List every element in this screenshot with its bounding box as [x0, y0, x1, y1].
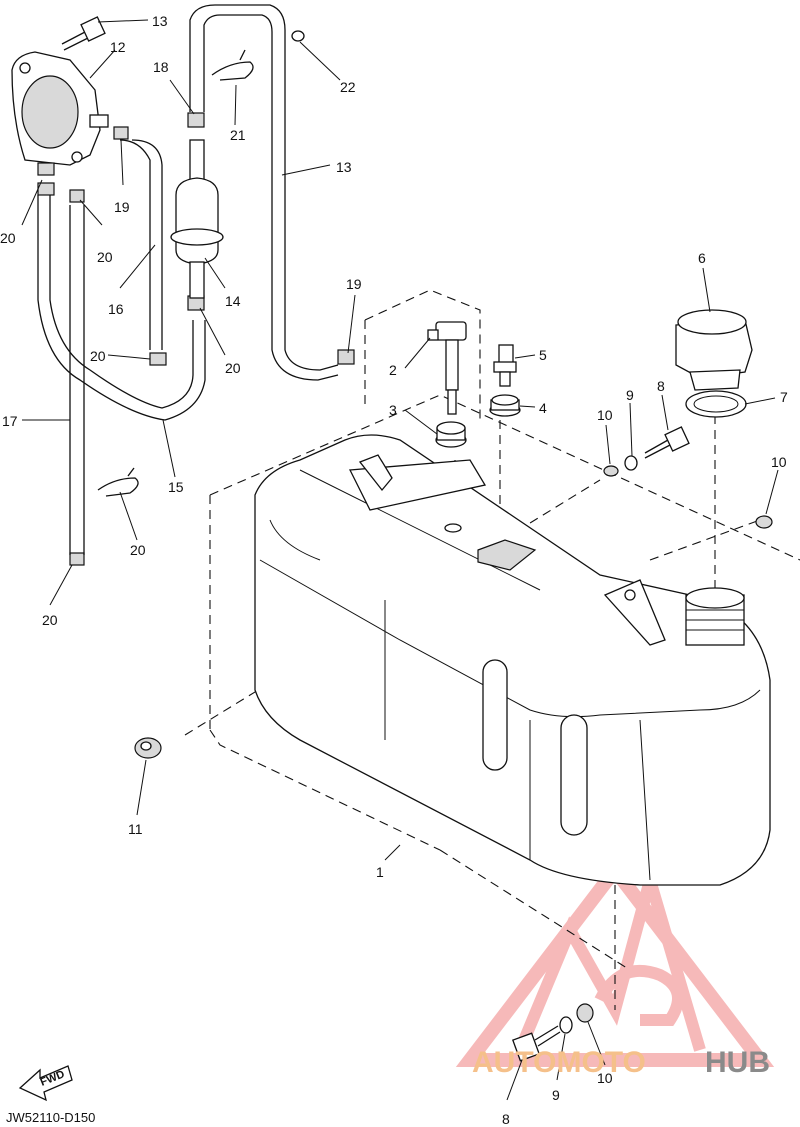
callout-16: 15 [168, 479, 184, 495]
callout-14: 13 [336, 159, 352, 175]
callout-10-upper: 10 [597, 407, 613, 423]
callout-4: 4 [539, 400, 547, 416]
callout-9-lower: 9 [552, 1087, 560, 1103]
washer-10-right [755, 515, 773, 529]
callout-9-upper: 9 [626, 387, 634, 403]
fuel-sender-fitting [427, 321, 467, 415]
lock-washer-9-upper [624, 455, 638, 471]
drawing-code: JW52110-D150 [6, 1110, 95, 1125]
callout-20-b: 20 [0, 230, 16, 246]
cap-gasket [685, 390, 747, 418]
bolt-8-lower [512, 1025, 561, 1062]
fwd-arrow: FWD [18, 1065, 73, 1102]
callout-19-upper: 18 [153, 59, 169, 75]
callout-21: 20 [130, 542, 146, 558]
callout-5: 5 [539, 347, 547, 363]
hose-clips [37, 112, 355, 566]
fuel-filter [170, 139, 224, 299]
watermark-text-part2: HUB [705, 1046, 770, 1079]
callout-8-lower: 8 [502, 1111, 510, 1127]
callout-1: 1 [376, 864, 384, 880]
callout-20-c: 20 [97, 249, 113, 265]
callout-3: 3 [389, 402, 397, 418]
callout-7: 7 [780, 389, 788, 405]
fuel-cap [675, 309, 753, 391]
callout-20-d: 20 [225, 360, 241, 376]
callout-18: 17 [2, 413, 18, 429]
leader-lines [21, 19, 779, 1101]
watermark-text-part1: AUTOMOTO [472, 1046, 646, 1079]
callout-20-f: 20 [42, 612, 58, 628]
callout-20-a: 19 [114, 199, 130, 215]
callout-23: 22 [340, 79, 356, 95]
callout-10-right: 10 [771, 454, 787, 470]
grommet-4 [489, 394, 521, 417]
callout-22: 21 [230, 127, 246, 143]
spring-clip-22 [211, 49, 254, 81]
callout-11: 11 [128, 821, 143, 837]
callout-15: 14 [225, 293, 241, 309]
spring-clip-21 [97, 467, 139, 497]
callout-17: 16 [108, 301, 124, 317]
joint-5 [493, 344, 517, 387]
callout-10-lower: 10 [597, 1070, 613, 1086]
callout-19-lower: 19 [346, 276, 362, 292]
bolt-13 [61, 16, 106, 51]
callout-12: 12 [110, 39, 126, 55]
callout-20-e: 20 [90, 348, 106, 364]
washer-23 [291, 30, 305, 42]
washer-10-lower [576, 1003, 594, 1023]
callout-labels: 13 12 22 13 21 18 19 20 20 16 14 20 20 1… [0, 13, 788, 1127]
lock-washer-9-lower [559, 1016, 573, 1034]
callout-2: 2 [389, 362, 397, 378]
grommet-3 [435, 421, 467, 448]
callout-8-upper: 8 [657, 378, 665, 394]
fuel-pump [11, 51, 109, 166]
callout-6: 6 [698, 250, 706, 266]
bolt-8-upper [644, 426, 690, 459]
fuel-hoses [37, 4, 339, 555]
callout-13: 13 [152, 13, 168, 29]
fuel-tank [254, 434, 771, 886]
washer-10-upper [603, 465, 619, 477]
